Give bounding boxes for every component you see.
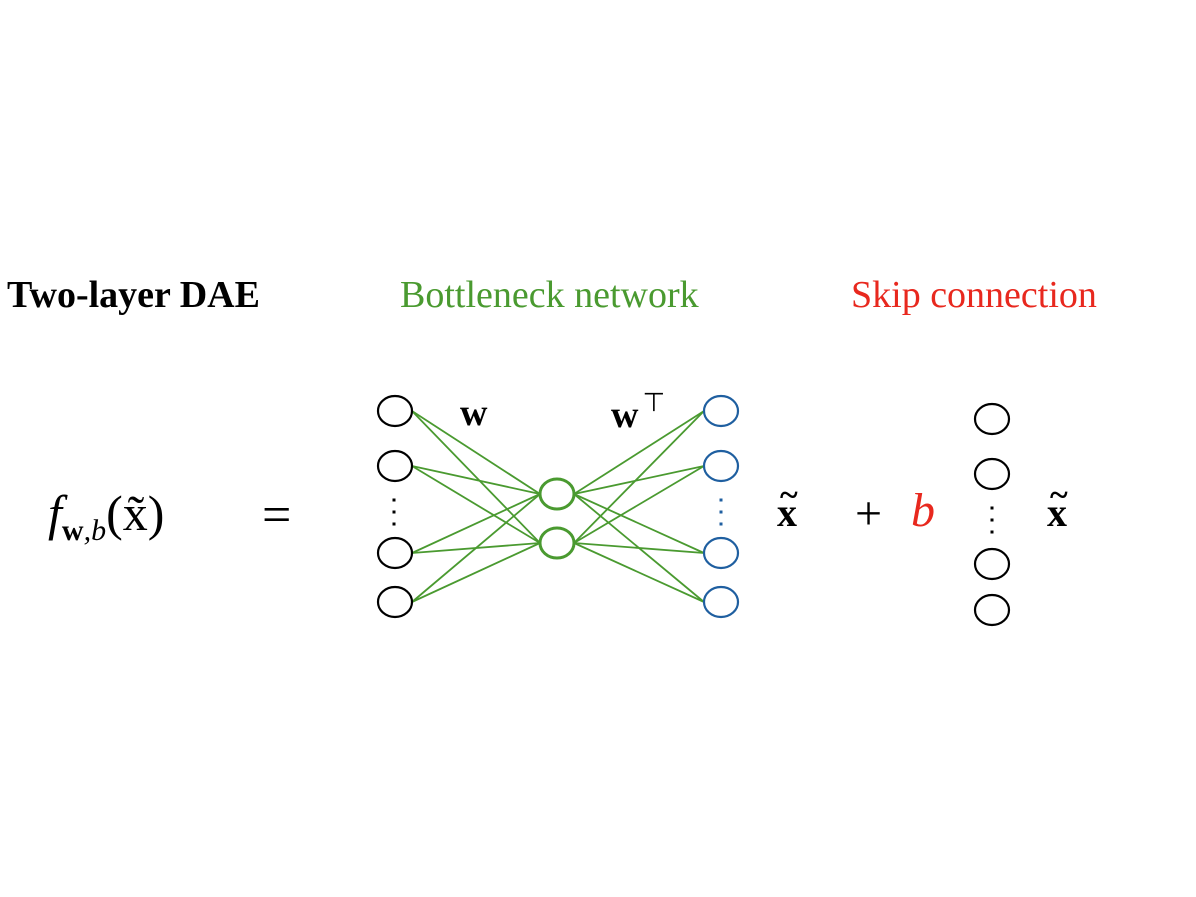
bottleneck-network-label: Bottleneck network	[400, 274, 699, 316]
function-expression: fw,b(x̃)	[48, 485, 165, 546]
output-ellipsis-dot	[719, 498, 723, 502]
encoder-edge	[411, 493, 541, 554]
skip-node	[973, 402, 1011, 436]
encoder-edge	[411, 410, 541, 544]
decoder-edge	[573, 493, 705, 554]
output-ellipsis-dot	[719, 522, 723, 526]
input-node	[376, 585, 414, 619]
subscript-w: w	[61, 514, 84, 547]
encoder-edge	[411, 493, 541, 603]
input-node	[376, 536, 414, 570]
decoder-edge	[573, 410, 705, 495]
function-argument: (x̃)	[106, 485, 165, 541]
decoder-edge	[573, 542, 705, 603]
output-node	[702, 585, 740, 619]
hidden-node	[538, 477, 576, 511]
decoder-edge	[573, 410, 705, 544]
transpose-symbol: ⊤	[642, 387, 666, 417]
encoder-edge	[411, 465, 541, 544]
skip-node	[973, 593, 1011, 627]
function-symbol: f	[48, 485, 62, 541]
input-node	[376, 394, 414, 428]
equals-sign: =	[262, 487, 292, 544]
input-ellipsis-dot	[392, 522, 396, 526]
decoder-edge	[573, 542, 705, 554]
input-ellipsis-dot	[392, 498, 396, 502]
decoder-edge	[573, 465, 705, 544]
encoder-edge	[411, 465, 541, 495]
output-node	[702, 536, 740, 570]
decoder-weight-label: w⊤	[611, 389, 665, 436]
ellipsis-dots	[392, 498, 994, 534]
skip-ellipsis-dot	[990, 506, 994, 510]
input-ellipsis-dot	[392, 510, 396, 514]
hidden-node	[538, 526, 576, 560]
network-edges	[411, 410, 705, 603]
function-subscript: w,b	[62, 514, 106, 547]
output-ellipsis-dot	[719, 510, 723, 514]
tilde-mark: ~	[1050, 477, 1068, 514]
input-x-tilde-1: ~x	[777, 479, 798, 535]
x-symbol: x	[777, 490, 797, 535]
encoder-edge	[411, 410, 541, 495]
skip-node	[973, 547, 1011, 581]
encoder-edge	[411, 542, 541, 603]
skip-ellipsis-dot	[990, 518, 994, 522]
x-symbol: x	[1047, 490, 1067, 535]
output-node	[702, 449, 740, 483]
subscript-separator: ,	[83, 514, 92, 547]
tilde-mark: ~	[780, 477, 798, 514]
skip-connection-label: Skip connection	[851, 274, 1097, 316]
encoder-weight-label: w	[460, 392, 488, 434]
subscript-b: b	[91, 514, 107, 547]
input-x-tilde-2: ~x	[1047, 479, 1068, 535]
skip-scalar-b: b	[911, 484, 935, 537]
decoder-edge	[573, 465, 705, 495]
decoder-weight-symbol: w	[611, 394, 639, 436]
skip-node	[973, 457, 1011, 491]
diagram-title: Two-layer DAE	[7, 274, 260, 316]
output-node	[702, 394, 740, 428]
network-nodes	[376, 394, 1011, 627]
plus-sign: +	[855, 487, 883, 540]
input-node	[376, 449, 414, 483]
skip-ellipsis-dot	[990, 530, 994, 534]
